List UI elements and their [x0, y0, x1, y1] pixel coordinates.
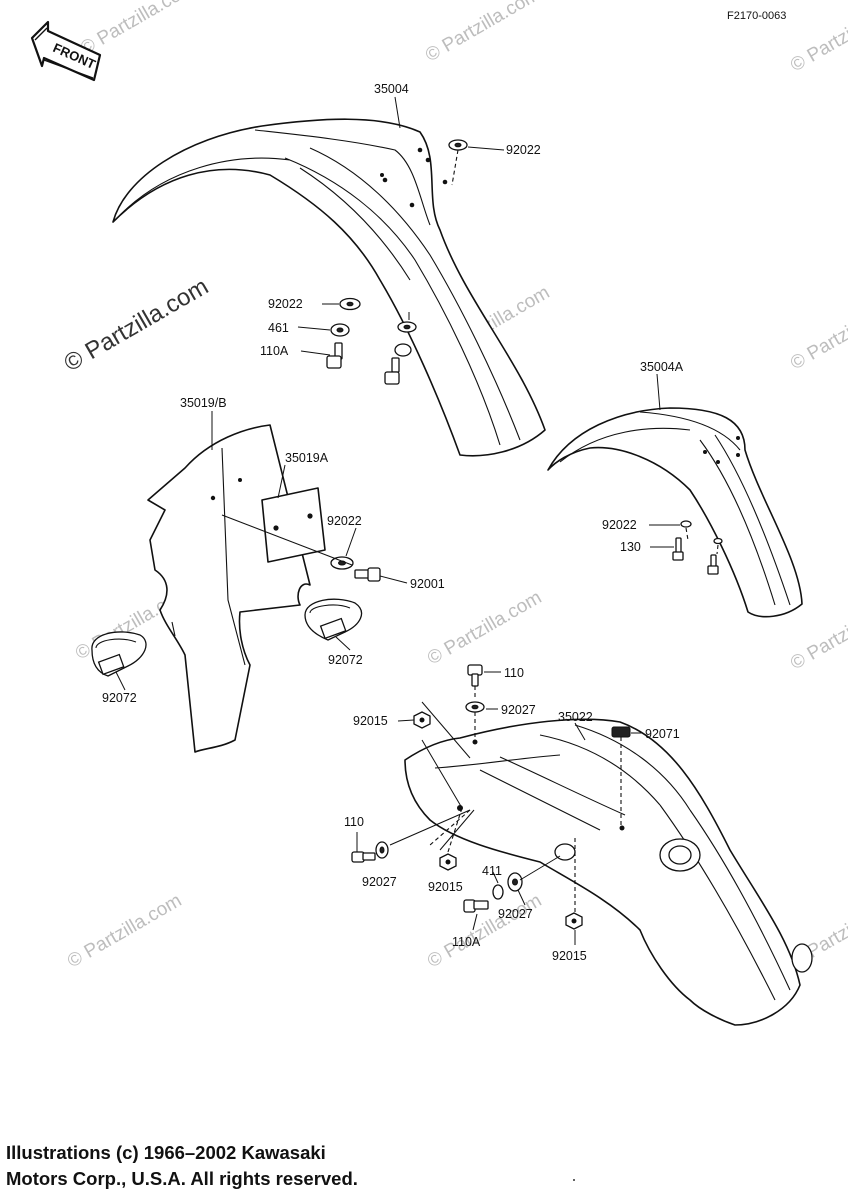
label-35022: 35022 — [558, 710, 593, 724]
label-92015: 92015 — [353, 714, 388, 728]
washer-92022-mid — [339, 297, 361, 311]
watermark: © Partzilla.com — [787, 0, 848, 76]
watermark: © Partzilla.com — [77, 0, 198, 59]
watermark: © Partzilla.com — [64, 890, 185, 972]
figure-code: F2170-0063 — [727, 10, 786, 22]
copyright-line: Motors Corp., U.S.A. All rights reserved… — [6, 1168, 358, 1189]
label-92027: 92027 — [498, 907, 533, 921]
washer-92027-left — [375, 841, 389, 859]
front-fender-35004 — [112, 118, 546, 457]
label-35004: 35004 — [374, 82, 409, 96]
stacked-hardware-fender — [384, 321, 417, 385]
washer-92022-right — [680, 520, 692, 528]
mud-flap-35019B — [147, 424, 311, 753]
label-411: 411 — [482, 864, 502, 878]
washer-92022-top — [448, 139, 468, 151]
label-92001: 92001 — [410, 577, 445, 591]
label-92027: 92027 — [501, 703, 536, 717]
bolt-92001 — [354, 567, 381, 582]
label-35019B: 35019/B — [180, 396, 227, 410]
label-35004A: 35004A — [640, 360, 684, 374]
label-110: 110 — [504, 666, 524, 680]
label-92071: 92071 — [645, 727, 680, 741]
label-130: 130 — [620, 540, 641, 554]
watermark: © Partzilla.com — [787, 292, 848, 374]
bolt-110-left — [351, 851, 376, 863]
label-92027: 92027 — [362, 875, 397, 889]
label-92072: 92072 — [328, 653, 363, 667]
rear-fender-35022 — [404, 718, 813, 1026]
bolt-110-top — [467, 664, 483, 687]
nut-92015-bottom — [565, 912, 583, 930]
copyright-line: Illustrations (c) 1966–2002 Kawasaki — [6, 1142, 326, 1163]
nut-92015-top — [413, 711, 431, 729]
label-110A: 110A — [260, 344, 289, 358]
bolt-110A-top — [326, 342, 343, 369]
label-35019A: 35019A — [285, 451, 329, 465]
label-110: 110 — [344, 815, 364, 829]
washer-92027-top — [465, 701, 485, 713]
label-92015: 92015 — [552, 949, 587, 963]
label-461: 461 — [268, 321, 289, 335]
label-92072: 92072 — [102, 691, 137, 705]
label-92022: 92022 — [506, 143, 541, 157]
strap-92072-left — [91, 631, 147, 677]
part-labels: 35004 92022 92022 461 110A 35019/B 35019… — [102, 82, 684, 963]
bracket-plate-35019A — [261, 487, 326, 563]
watermark-main: © Partzilla.com — [60, 273, 214, 377]
nut-92071 — [611, 726, 631, 738]
watermark: © Partzilla.com — [422, 0, 543, 66]
washer-92022-plate — [330, 556, 354, 570]
front-arrow-icon: FRONT — [30, 20, 102, 82]
leader-lines — [115, 96, 719, 945]
label-92015: 92015 — [428, 880, 463, 894]
copyright-notice: Illustrations (c) 1966–2002 Kawasaki Mot… — [6, 1140, 358, 1192]
label-92022: 92022 — [268, 297, 303, 311]
watermark: © Partzilla.com — [424, 587, 545, 669]
front-fender-35004A — [547, 407, 803, 618]
strap-92072-right — [304, 598, 363, 641]
label-110A: 110A — [452, 935, 481, 949]
label-92022: 92022 — [327, 514, 362, 528]
rear-fender-lower-hardware — [463, 872, 523, 913]
small-fender-bolts — [707, 537, 723, 575]
label-92022: 92022 — [602, 518, 637, 532]
nut-461 — [330, 323, 350, 337]
nut-92015-mid — [439, 853, 457, 871]
bolt-130 — [672, 537, 684, 561]
